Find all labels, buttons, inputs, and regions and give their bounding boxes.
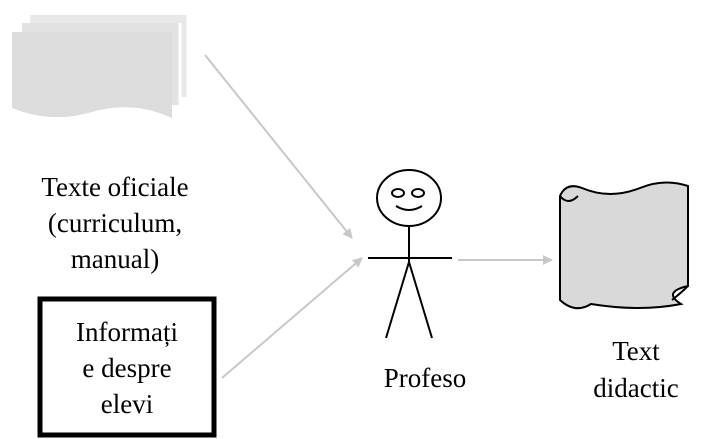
arrow-documents-to-teacher xyxy=(204,54,353,239)
teacher-label: Profeso xyxy=(384,363,467,393)
official-documents-label-line-2: (curriculum, xyxy=(48,208,182,238)
teacher-stick-figure-icon xyxy=(368,169,452,339)
student-info-box xyxy=(37,296,217,438)
student-info-label-line-1: Informați xyxy=(76,317,178,347)
student-info-label-line-3: elevi xyxy=(101,389,153,419)
official-documents-label-line-3: manual) xyxy=(71,244,159,274)
didactic-text-scroll-icon xyxy=(559,181,689,310)
student-info-label-line-2: e despre xyxy=(82,353,171,383)
official-documents-icon xyxy=(12,15,190,118)
official-documents-label-line-1: Texte oficiale xyxy=(41,172,188,202)
didactic-text-label-line-1: Text xyxy=(612,336,660,366)
arrow-student-info-to-teacher xyxy=(221,257,363,379)
didactic-text-label-line-2: didactic xyxy=(593,373,678,403)
